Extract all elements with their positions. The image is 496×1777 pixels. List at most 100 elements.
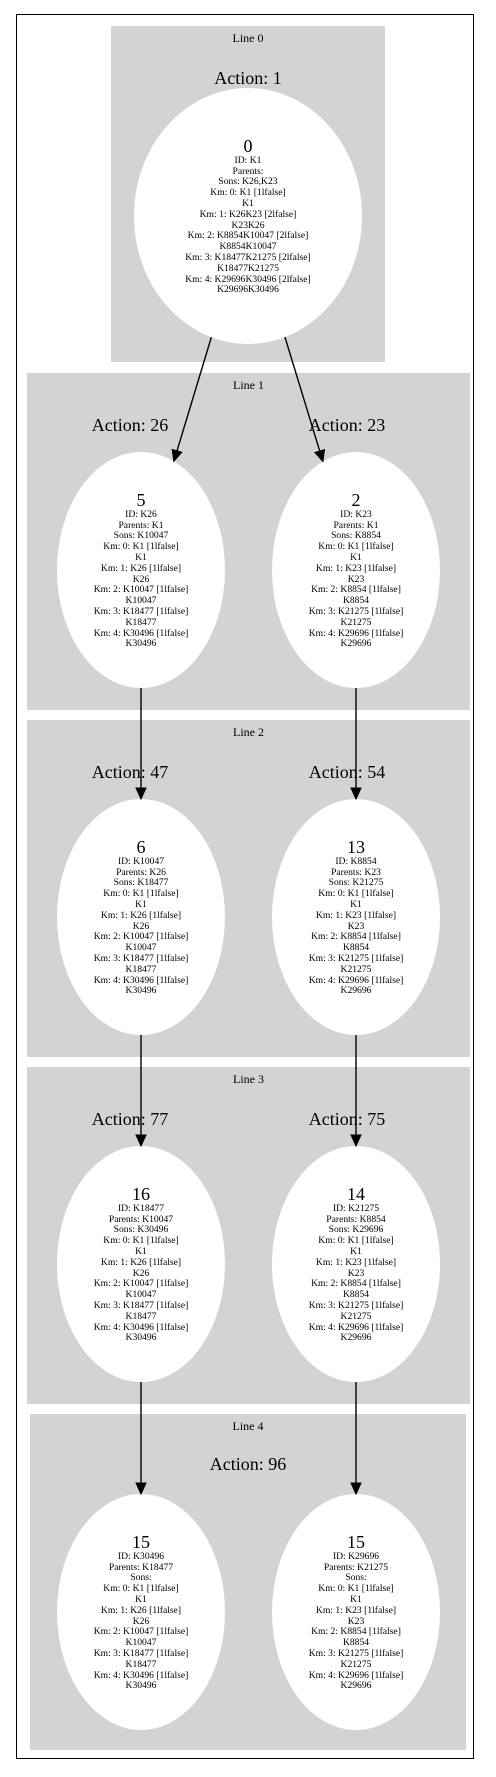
action-label: Action: 75 <box>308 1109 386 1129</box>
action-label: Action: 23 <box>308 415 386 435</box>
node-info-line: K18477 <box>125 1310 157 1322</box>
cluster-label: Line 0 <box>232 31 264 45</box>
node-info-line: Km: 3: K18477 [1lfalse] <box>93 1647 189 1659</box>
node-info-line: Sons: K29696 <box>328 1224 384 1236</box>
node-info-line: Km: 2: K10047 [1lfalse] <box>93 1278 189 1290</box>
node-info-line: Parents: K10047 <box>108 1213 174 1225</box>
node-info-line: Km: 2: K8854 [1lfalse] <box>311 1626 401 1638</box>
node-info-line: Km: 3: K21275 [1lfalse] <box>308 952 404 964</box>
node-number: 15 <box>132 1531 150 1552</box>
node-6: 6 ID: K10047 Parents: K26 Sons: K18477 K… <box>57 799 225 1035</box>
graph-frame <box>16 14 474 1759</box>
node-info-line: Km: 2: K8854 [1lfalse] <box>311 584 401 596</box>
node-14: 14 ID: K21275 Parents: K8854 Sons: K2969… <box>272 1146 440 1382</box>
node-info-line: Km: 0: K1 [1lfalse] <box>318 888 394 900</box>
node-info-line: K29696 <box>340 985 372 997</box>
node-info-line: Sons: <box>130 1572 152 1584</box>
node-info-line: Km: 4: K30496 [1lfalse] <box>93 1669 189 1681</box>
node-info-line: K10047 <box>125 595 157 607</box>
node-info-line: K23 <box>347 573 365 585</box>
node-info-line: Km: 2: K10047 [1lfalse] <box>93 1626 189 1638</box>
edge-arrowhead <box>350 1134 362 1148</box>
node-number: 16 <box>132 1183 150 1204</box>
node-info-line: Km: 1: K26 [1lfalse] <box>100 1256 182 1268</box>
node-info-line: Km: 1: K23 [1lfalse] <box>315 1604 397 1616</box>
node-info-line: K21275 <box>340 1658 372 1670</box>
node-info-line: Sons: K26,K23 <box>218 176 278 188</box>
node-info-line: Sons: K18477 <box>113 877 169 889</box>
node-15-left: 15 ID: K30496 Parents: K18477 Sons: Km: … <box>57 1494 225 1730</box>
node-info-line: K1 <box>350 552 362 563</box>
node-info-line: Parents: K8854 <box>326 1213 386 1225</box>
node-info-line: Km: 4: K29696 [1lfalse] <box>308 1669 404 1681</box>
action-label: Action: 77 <box>91 1109 169 1129</box>
node-info-line: K8854K10047 <box>219 241 277 253</box>
node-info-line: ID: K30496 <box>117 1550 165 1562</box>
node-info-line: K10047 <box>125 942 157 954</box>
node-info-line: ID: K26 <box>125 508 157 520</box>
node-info-line: K10047 <box>125 1637 157 1649</box>
node-info-line: ID: K8854 <box>335 855 377 867</box>
node-info-line: K8854 <box>342 595 370 607</box>
node-info-line: Parents: K1 <box>118 519 164 531</box>
node-info-line: K1 <box>135 552 147 563</box>
node-info-line: Km: 4: K29696 [1lfalse] <box>308 974 404 986</box>
node-info-line: Km: 0: K1 [1lfalse] <box>318 541 394 553</box>
node-number: 2 <box>351 489 361 510</box>
node-info-line: K1 <box>350 1594 362 1605</box>
node-info-line: ID: K23 <box>340 508 372 520</box>
cluster-label: Line 2 <box>233 725 264 739</box>
node-info-line: ID: K29696 <box>332 1550 380 1562</box>
action-label: Action: 54 <box>308 762 386 782</box>
node-info-line: K23K26 <box>231 219 265 231</box>
node-info-line: Km: 3: K18477 [1lfalse] <box>93 1299 189 1311</box>
node-info-line: Parents: K26 <box>116 866 166 878</box>
node-info-line: Km: 1: K26 [1lfalse] <box>100 1604 182 1616</box>
node-0: 0 ID: K1 Parents: Sons: K26,K23 Km: 0: K… <box>134 88 362 344</box>
node-info-line: Km: 3: K18477K21275 [2lfalse] <box>185 251 311 263</box>
node-13: 13 ID: K8854 Parents: K23 Sons: K21275 K… <box>272 799 440 1035</box>
node-2: 2 ID: K23 Parents: K1 Sons: K8854 Km: 0:… <box>272 452 440 688</box>
node-5: 5 ID: K26 Parents: K1 Sons: K10047 Km: 0… <box>57 452 225 688</box>
action-label: Action: 96 <box>209 1454 287 1474</box>
node-info-line: Km: 1: K26 [1lfalse] <box>100 562 182 574</box>
node-info-line: K23 <box>347 1267 365 1279</box>
node-info-line: Km: 2: K10047 [1lfalse] <box>93 931 189 943</box>
node-info-line: ID: K1 <box>234 154 262 166</box>
node-info-line: K8854 <box>342 1637 370 1649</box>
node-info-line: Km: 0: K1 [1lfalse] <box>103 1235 179 1247</box>
node-info-line: Km: 2: K8854 [1lfalse] <box>311 931 401 943</box>
node-info-line: K18477 <box>125 1658 157 1670</box>
node-info-line: K26 <box>132 920 150 932</box>
node-info-line: Parents: K18477 <box>108 1561 174 1573</box>
node-info-line: K26 <box>132 573 150 585</box>
node-info-line: Km: 1: K23 [1lfalse] <box>315 562 397 574</box>
node-info-line: K21275 <box>340 616 372 628</box>
action-label: Action: 1 <box>214 68 282 88</box>
action-label: Action: 26 <box>91 415 169 435</box>
node-info-line: K1 <box>135 1594 147 1605</box>
node-info-line: K18477K21275 <box>217 262 279 274</box>
node-info-line: Parents: K23 <box>331 866 381 878</box>
node-info-line: Sons: K21275 <box>328 877 384 889</box>
node-info-line: K30496 <box>125 1680 157 1692</box>
edge-arrowhead <box>135 1134 147 1148</box>
node-info-line: Km: 3: K21275 [1lfalse] <box>308 1299 404 1311</box>
node-info-line: Km: 3: K21275 [1lfalse] <box>308 605 404 617</box>
node-info-line: Km: 4: K29696 [1lfalse] <box>308 1321 404 1333</box>
node-info-line: Km: 0: K1 [1lfalse] <box>103 541 179 553</box>
edge-arrowhead <box>350 787 362 801</box>
node-info-line: Km: 4: K29696K30496 [2lfalse] <box>185 273 311 285</box>
action-label: Action: 47 <box>91 762 169 782</box>
edge-arrowhead <box>314 448 326 463</box>
node-info-line: Km: 0: K1 [1lfalse] <box>103 888 179 900</box>
node-info-line: K1 <box>242 198 254 209</box>
node-info-line: K8854 <box>342 1289 370 1301</box>
node-info-line: K8854 <box>342 942 370 954</box>
edge-node-0-node-2 <box>284 336 321 452</box>
node-info-line: K18477 <box>125 963 157 975</box>
node-info-line: Km: 4: K30496 [1lfalse] <box>93 627 189 639</box>
node-info-line: K1 <box>350 1246 362 1257</box>
node-info-line: Sons: <box>345 1572 367 1584</box>
